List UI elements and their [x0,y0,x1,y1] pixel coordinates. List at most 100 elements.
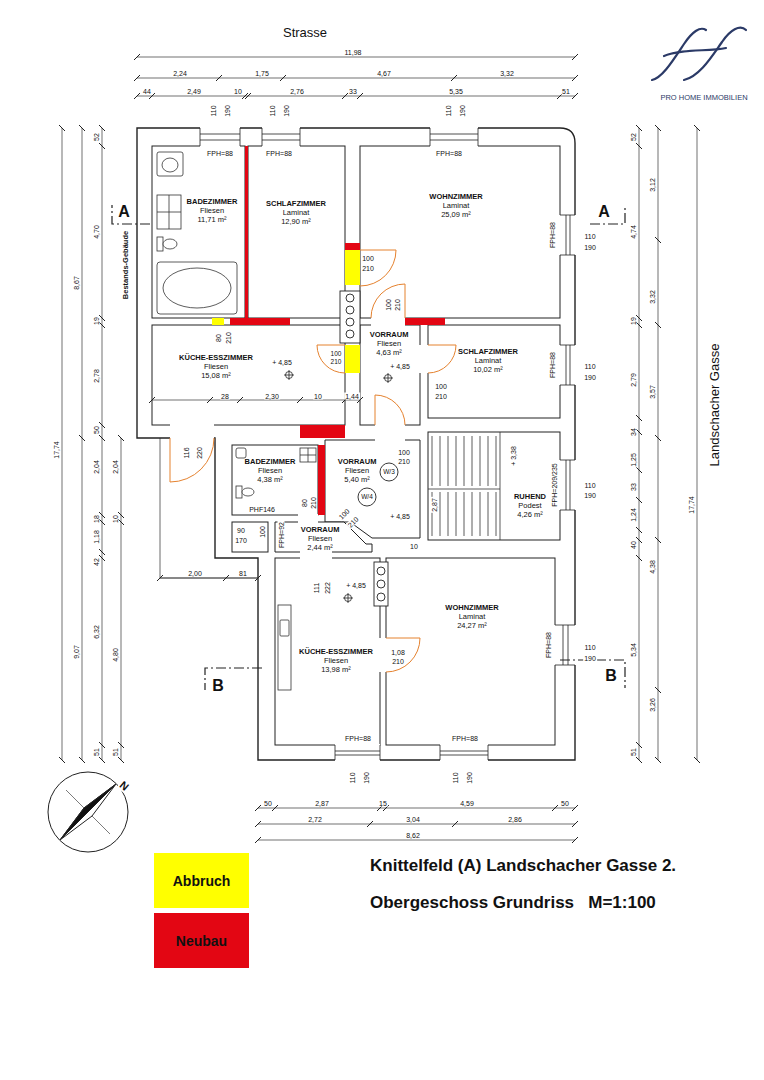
room-label: SCHLAFZIMMERLaminat10,02 m² [456,346,520,375]
north-mark: N [117,779,132,794]
room-info: Laminat [459,612,486,621]
chimney [377,567,385,575]
dimension-text: 110 [583,233,596,240]
room-name: RUHEND [514,492,546,501]
dimension-text: 1,18 [93,529,100,545]
room-info: 4,26 m² [517,510,542,519]
room-label: RUHENDPodest4,26 m² [512,491,548,520]
window-symbol [200,128,575,760]
section-line [590,205,625,224]
dimension-text: 34 [630,427,637,437]
room-info: 12,90 m² [281,217,311,226]
door-opening [170,317,429,672]
door-tag [380,463,398,481]
room-outline [152,325,345,425]
room-info: 13,98 m² [321,665,351,674]
dimension-text: 190 [583,492,597,499]
dimension-text: 2,30 [264,393,280,400]
room-info: 10,02 m² [473,365,503,374]
dimension-text: 3,26 [649,697,656,713]
dimension-text: 40 [630,540,637,550]
sanitary-fixture [163,268,231,308]
dimension-text: 4,38 [649,559,656,575]
door-swing [317,345,345,373]
dimension-text: 8,67 [73,275,80,291]
door-swing [371,284,405,318]
dimension-text: 110 [583,644,596,651]
room-name: VORRAUM [370,330,409,339]
room-label: SCHLAFZIMMERLaminat12,90 m² [264,198,328,227]
dimension-text: 170 [234,537,248,544]
dimension-text: 2,86 [507,816,523,823]
sanitary-fixture [157,195,181,229]
dimension-text: 1,08 [390,649,406,656]
room-outline [360,325,420,425]
dimension-text: 190 [466,771,473,785]
dimension-text: 4,59 [459,800,475,807]
door-opening [379,638,387,672]
window-symbol [440,744,488,761]
window-symbol [559,460,576,510]
dimension-text: 2,72 [307,816,323,823]
room-name: VORRAUM [338,457,377,466]
dimension-text: 210 [310,496,317,510]
dimension-text: 10 [409,543,419,550]
dimension-line [697,128,698,760]
dimension-text: 100 [385,298,392,312]
room-label: WOHNZIMMERLaminat25,09 m² [427,191,484,220]
room-label: KÜCHE-ESSZIMMERFliesen13,98 m² [297,646,375,675]
door-opening [371,317,405,326]
door-opening [170,424,214,439]
dimension-text: 51 [93,747,100,757]
window-symbol [559,215,576,255]
dimension-text: 2,04 [112,459,119,475]
dimension-text: 81 [238,570,248,577]
dimension-text: FPH=88 [206,150,234,157]
logo-text: PRO HOME IMMOBILIEN [659,94,748,102]
room-info: Fliesen [258,466,282,475]
sanitary-fixture [163,239,177,249]
door-swing [170,438,214,482]
section-mark: B [604,668,618,684]
dimension-text: 1,44 [344,393,360,400]
dimension-text: 50 [560,800,570,807]
dimension-text: 2,79 [630,372,637,388]
door-swing [375,395,405,425]
dimension-text: 3,32 [649,289,656,305]
dimension-text: 10 [112,514,119,524]
room-name: SCHLAFZIMMER [266,199,326,208]
dimension-text: 3,12 [649,177,656,193]
new-wall [230,146,445,515]
dimension-text: 220 [196,446,203,460]
sanitary-fixture [236,448,246,458]
window-symbol [200,127,576,761]
room-name: SCHLAFZIMMER [458,347,518,356]
room-name: VORRAUM [301,525,340,534]
room-info: 2,44 m² [307,543,332,552]
dimension-text: 110 [583,482,596,489]
room-info: 25,09 m² [441,210,471,219]
legend-swatch: Abbruch [154,853,249,908]
room-info: Fliesen [377,339,401,348]
legend-text: Neubau [176,933,227,949]
street-name: Strasse [282,26,328,39]
dimension-text: 5,35 [448,88,464,95]
dimension-text: FPH=88 [549,221,556,249]
dimension-text: 100 [330,351,343,358]
window-symbol [559,345,576,385]
dimension-text: 42 [93,557,100,567]
dimension-text: 190 [583,374,597,381]
dimension-text: 50 [263,800,273,807]
room-name: KÜCHE-ESSZIMMER [179,353,253,362]
dimension-text: 3,04 [405,816,421,823]
level-marker [284,370,393,603]
room-name: BADEZIMMER [187,197,238,206]
chimney [340,291,360,343]
sanitary-fixture [300,448,316,462]
section-line [560,660,625,688]
room-label: BADEZIMMERFliesen11,71 m² [185,196,240,225]
dimension-line [258,840,575,841]
legend-swatch: Neubau [154,913,249,968]
dimension-text: 51 [630,747,637,757]
dimension-line [658,128,659,760]
